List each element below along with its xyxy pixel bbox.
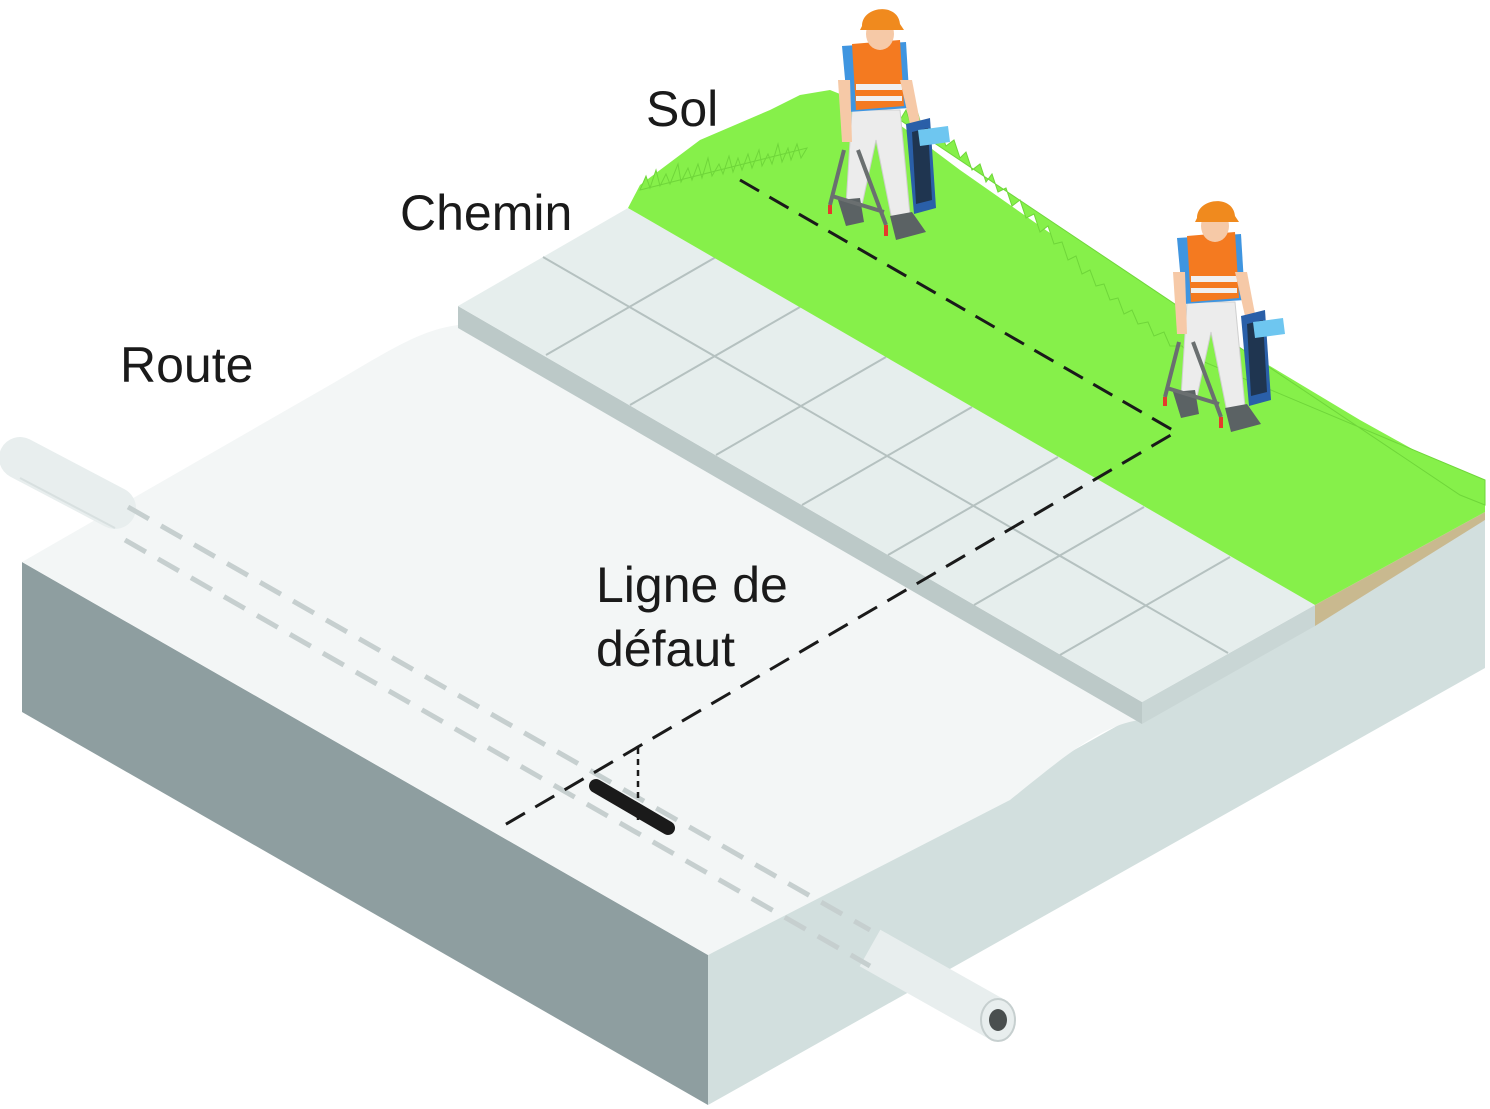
road-front-face (22, 562, 708, 1105)
fault-line (495, 178, 1179, 832)
worker-icon (1173, 201, 1261, 432)
label-sol: Sol (646, 81, 718, 137)
locator-receiver-icon (1241, 310, 1285, 406)
a-frame-probe-icon (828, 149, 888, 236)
a-frame-probe-icon (1163, 341, 1223, 428)
path-right-face (1142, 605, 1315, 724)
locator-receiver-icon (906, 118, 950, 214)
pipe-hidden-dashes (123, 504, 872, 969)
fault-mark-icon (589, 748, 675, 835)
road-top-surface (22, 325, 1140, 955)
pipe-left-stub (0, 437, 136, 529)
pipe-bore (989, 1009, 1007, 1031)
worker-icon (838, 9, 926, 240)
label-fault-line-1: Ligne de (596, 557, 788, 613)
label-route: Route (120, 337, 253, 393)
path-front-face (458, 306, 1142, 724)
label-fault-line-2: défaut (596, 621, 735, 677)
pipe-right-stub (859, 929, 1009, 1039)
grass-strip (628, 90, 1486, 626)
path-tile-grid (542, 256, 1231, 656)
label-chemin: Chemin (400, 185, 572, 241)
path-slab (458, 208, 1315, 724)
soil-edge (1315, 512, 1485, 626)
pipe (0, 437, 1016, 1042)
grass-top (628, 90, 1485, 605)
